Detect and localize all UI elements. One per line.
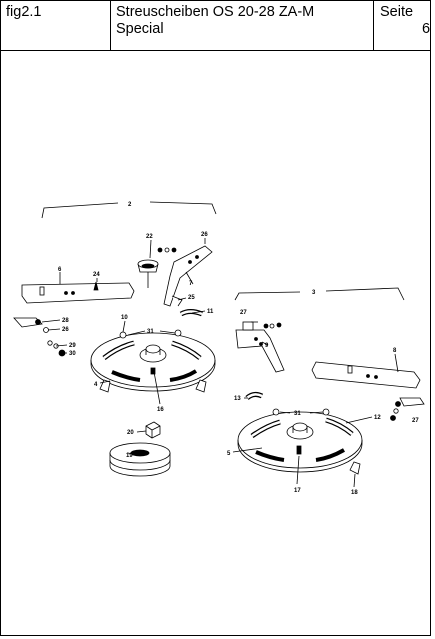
drawing-title: Streuscheiben OS 20-28 ZA-M Special [116, 4, 371, 38]
callout-2: 2 [128, 202, 132, 208]
callout-4: 4 [94, 382, 98, 388]
group-bracket-left-end [149, 201, 217, 215]
callout-31-right: 31 [294, 411, 301, 417]
disk-left-4 [90, 329, 216, 393]
callout-11: 11 [207, 309, 214, 315]
callout-7: 7 [189, 281, 193, 287]
page-label: Seite [380, 4, 414, 20]
drawing-title-line-2: Special [116, 21, 164, 37]
callout-30: 30 [69, 351, 76, 357]
callout-22: 22 [146, 234, 153, 240]
group-bracket-right-end [325, 287, 405, 301]
callout-13: 13 [234, 396, 241, 402]
callout-20: 20 [127, 430, 134, 436]
callout-labels: 2 22 26 6 24 7 25 28 26 29 30 10 31 11 4… [58, 202, 419, 496]
callout-27-right: 27 [412, 418, 419, 424]
header-separator-1 [110, 0, 111, 50]
callout-26-lower: 26 [62, 327, 69, 333]
pulley-19 [109, 442, 171, 477]
bolt-24 [93, 281, 99, 291]
callout-18: 18 [351, 490, 358, 496]
callout-8: 8 [393, 348, 397, 354]
callout-24: 24 [93, 272, 100, 278]
callout-3: 3 [312, 290, 316, 296]
vane-27 [399, 397, 425, 407]
bracket-7 [163, 245, 213, 307]
callout-31-left: 31 [147, 329, 154, 335]
header-separator-2 [373, 0, 374, 50]
callout-6: 6 [58, 267, 62, 273]
callout-27: 27 [240, 310, 247, 316]
blade-right-8 [311, 361, 421, 389]
callout-28: 28 [62, 318, 69, 324]
callout-16: 16 [157, 407, 164, 413]
group-bracket-left [41, 202, 119, 219]
group-bracket-right [234, 291, 301, 301]
callout-17: 17 [294, 488, 301, 494]
callout-12: 12 [374, 415, 381, 421]
figure-number: fig2.1 [6, 4, 42, 20]
blade-left-6 [21, 282, 135, 304]
callout-19: 19 [126, 453, 133, 459]
callout-5: 5 [227, 451, 231, 457]
callout-9: 9 [265, 343, 269, 349]
callout-10: 10 [121, 315, 128, 321]
vane-28 [13, 317, 43, 328]
drawing-title-line-1: Streuscheiben OS 20-28 ZA-M [116, 4, 315, 20]
page-number: 6 [422, 21, 431, 37]
header-divider [0, 50, 431, 51]
callout-29: 29 [69, 343, 76, 349]
callout-25: 25 [188, 295, 195, 301]
disk-right-5 [237, 408, 363, 475]
hub-22 [137, 259, 159, 288]
nut-20 [145, 421, 161, 439]
callout-26: 26 [201, 232, 208, 238]
bracket-9 [235, 321, 285, 373]
